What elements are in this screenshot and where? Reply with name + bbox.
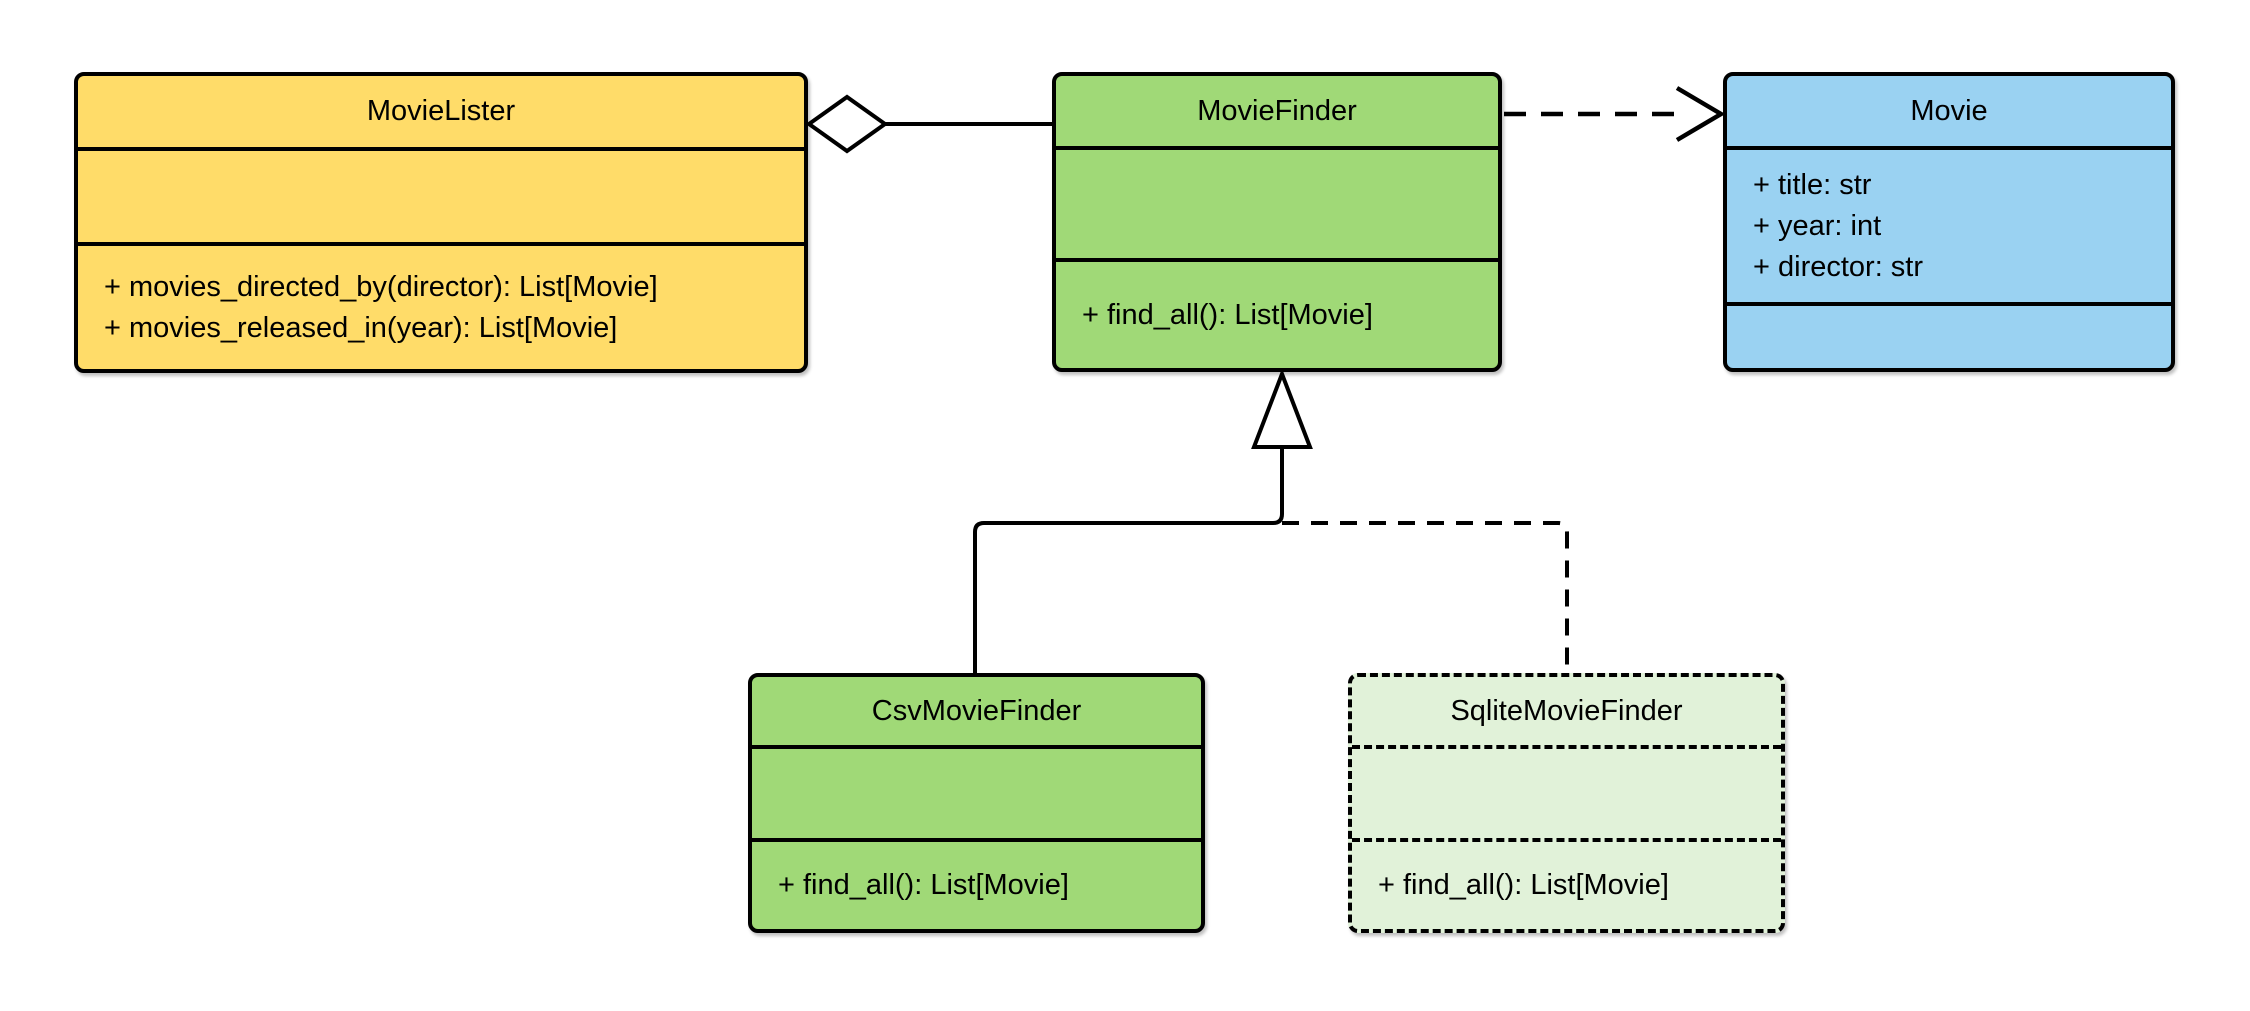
aggregation-diamond-icon [805,94,889,154]
attributes-compartment [78,147,804,242]
class-sqlitemoviefinder: SqliteMovieFinder + find_all(): List[Mov… [1348,673,1785,933]
class-name-text: MovieLister [366,95,516,127]
attributes-compartment: + title: str + year: int + director: str [1727,146,2171,302]
attribute-text: + year: int [1753,209,1882,242]
attribute-text: + title: str [1753,168,1872,201]
generalization-triangle-icon [1251,368,1313,449]
dependency-connector [1504,86,1726,142]
attributes-compartment [1352,745,1781,838]
class-name-text: MovieFinder [1197,94,1357,127]
methods-compartment: + find_all(): List[Movie] [1056,258,1498,368]
class-title-bar: MovieLister [78,76,804,147]
method-text: + find_all(): List[Movie] [1082,298,1373,331]
class-title-bar: Movie [1727,76,2171,146]
dependency-open-arrowhead-icon [1675,86,1726,142]
generalization-solid-path-csv [973,445,1284,675]
class-title-bar: MovieFinder [1056,76,1498,146]
class-movie: Movie + title: str + year: int + directo… [1723,72,2175,372]
method-text: + movies_released_in(year): List[Movie] [104,311,618,344]
class-movielister: MovieLister + movies_directed_by(directo… [74,72,808,373]
class-name-text: CsvMovieFinder [871,694,1082,727]
class-moviefinder: MovieFinder + find_all(): List[Movie] [1052,72,1502,372]
generalization-dashed-path-sqlite [1282,521,1569,675]
method-text: + find_all(): List[Movie] [1378,869,1669,901]
methods-compartment: + find_all(): List[Movie] [752,838,1201,929]
methods-compartment [1727,302,2171,368]
generalization-connector [973,368,1569,675]
class-csvmoviefinder: CsvMovieFinder + find_all(): List[Movie] [748,673,1205,933]
methods-compartment: + movies_directed_by(director): List[Mov… [78,242,804,369]
class-title-bar: SqliteMovieFinder [1352,677,1781,745]
attribute-text: + director: str [1753,250,1924,283]
class-title-bar: CsvMovieFinder [752,677,1201,745]
method-text: + movies_directed_by(director): List[Mov… [104,270,658,303]
attributes-compartment [1056,146,1498,258]
attributes-compartment [752,745,1201,838]
aggregation-connector [805,94,1054,154]
method-text: + find_all(): List[Movie] [778,869,1069,901]
methods-compartment: + find_all(): List[Movie] [1352,838,1781,929]
class-name-text: SqliteMovieFinder [1450,694,1683,727]
class-name-text: Movie [1910,94,1988,127]
